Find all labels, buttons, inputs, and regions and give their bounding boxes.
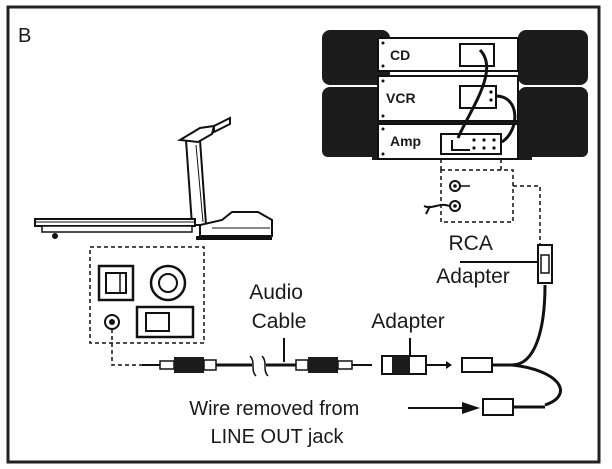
diagram-frame — [6, 5, 601, 464]
amp-back-panel-detail — [423, 159, 541, 245]
removed-wire-plug — [482, 398, 514, 416]
rca-adapter-label: RCA Adapter — [436, 232, 510, 288]
amp-jack-panel — [440, 133, 502, 155]
wire-removed-arrow — [408, 402, 480, 414]
adapter-label: Adapter — [371, 310, 445, 333]
vcr-label: VCR — [386, 90, 416, 106]
speaker-left — [322, 30, 390, 85]
stereo-system: CD VCR Amp — [322, 30, 588, 160]
cd-label: CD — [390, 47, 410, 63]
wire-removed-label: Wire removed from LINE OUT jack — [189, 398, 365, 448]
speaker-right — [518, 30, 588, 85]
panel-label: B — [18, 25, 31, 47]
treadmill-jack-panel — [89, 246, 205, 366]
cd-jack-panel — [459, 43, 495, 67]
treadmill — [34, 116, 273, 240]
audio-cable-label: Audio Cable — [249, 281, 309, 333]
amp-label: Amp — [390, 133, 421, 149]
audio-cable-chain — [142, 244, 562, 416]
